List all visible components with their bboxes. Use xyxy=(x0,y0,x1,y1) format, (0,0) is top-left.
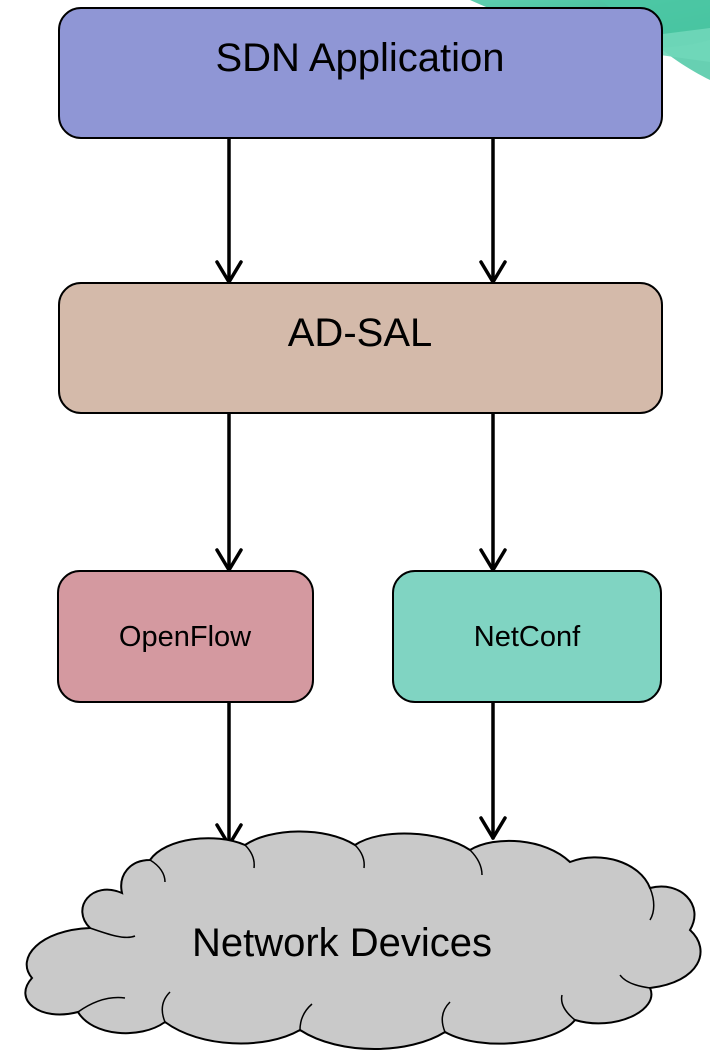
ad-sal-label: AD-SAL xyxy=(288,311,433,355)
arrow-sdn-to-adsal-right xyxy=(479,136,507,284)
arrow-adsal-to-openflow xyxy=(215,411,243,572)
arrow-adsal-to-netconf xyxy=(479,411,507,572)
network-devices-label: Network Devices xyxy=(192,921,492,965)
netconf-label: NetConf xyxy=(474,621,581,653)
openflow-label: OpenFlow xyxy=(119,621,252,653)
openflow-node: OpenFlow xyxy=(57,570,314,703)
arrow-sdn-to-adsal-left xyxy=(215,136,243,284)
arrows xyxy=(215,136,507,847)
arrow-netconf-to-network xyxy=(479,700,507,840)
sdn-application-node: SDN Application xyxy=(58,7,663,139)
netconf-node: NetConf xyxy=(392,570,662,703)
network-devices-cloud: Network Devices xyxy=(24,830,702,1050)
ad-sal-node: AD-SAL xyxy=(58,282,663,414)
arrow-openflow-to-network xyxy=(215,700,243,847)
sdn-application-label: SDN Application xyxy=(215,36,504,80)
